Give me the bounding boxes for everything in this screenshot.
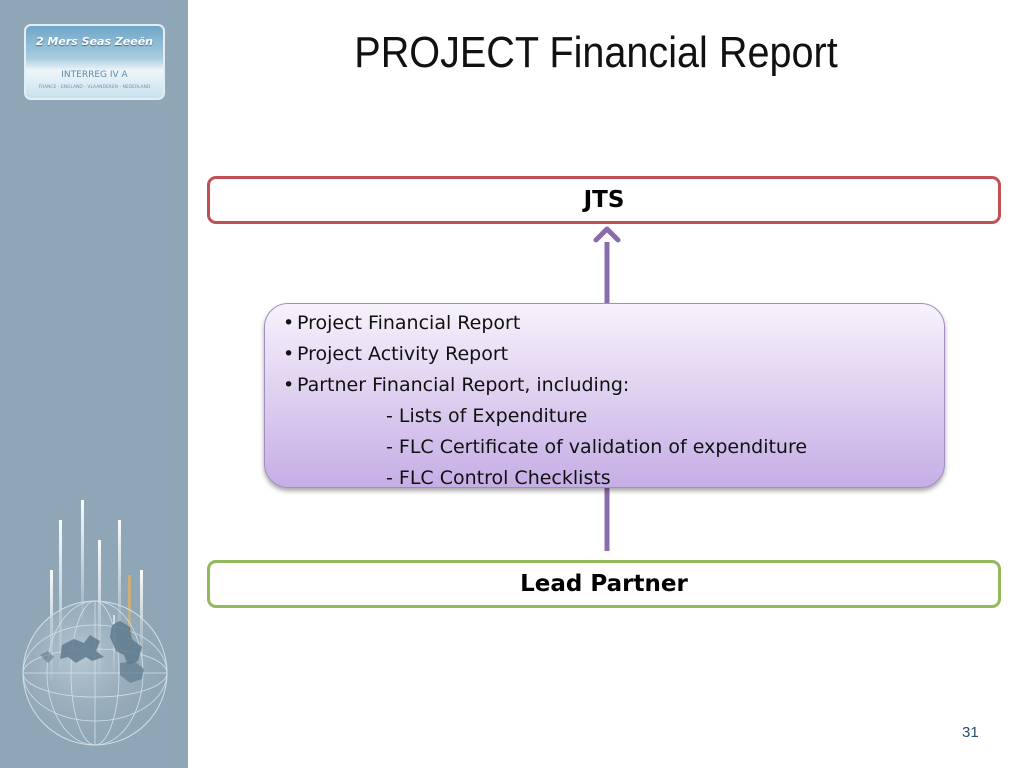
document-subitem-lists-of-expenditure: - Lists of Expenditure [386,405,588,427]
sidebar-panel: 2 Mers Seas Zeeën INTERREG IV A FRANCE -… [0,0,188,768]
document-item-project-financial-report: Project Financial Report [283,308,944,339]
documents-list: Project Financial Report Project Activit… [283,308,944,494]
report-documents-callout: Project Financial Report Project Activit… [264,303,945,489]
document-subitem-flc-certificate: - FLC Certificate of validation of expen… [386,436,808,458]
logo-program: INTERREG IV A [61,70,128,80]
interreg-logo: 2 Mers Seas Zeeën INTERREG IV A FRANCE -… [24,24,165,100]
globe-illustration [22,500,168,746]
jts-label: JTS [583,187,625,213]
slide-title: PROJECT Financial Report [354,28,838,77]
lead-partner-box: Lead Partner [207,560,1001,608]
document-item-project-activity-report: Project Activity Report [283,339,944,370]
globe [22,600,168,746]
lead-partner-label: Lead Partner [520,571,688,597]
logo-countries: FRANCE - ENGLAND - VLAANDEREN - NEDERLAN… [38,85,151,90]
arrow-head-icon [593,226,621,243]
document-subitem-flc-checklists: - FLC Control Checklists [386,467,611,489]
logo-title: 2 Mers Seas Zeeën [35,35,154,48]
document-item-partner-financial-report: Partner Financial Report, including: [283,370,944,401]
page-number: 31 [962,724,979,741]
jts-box: JTS [207,176,1001,224]
